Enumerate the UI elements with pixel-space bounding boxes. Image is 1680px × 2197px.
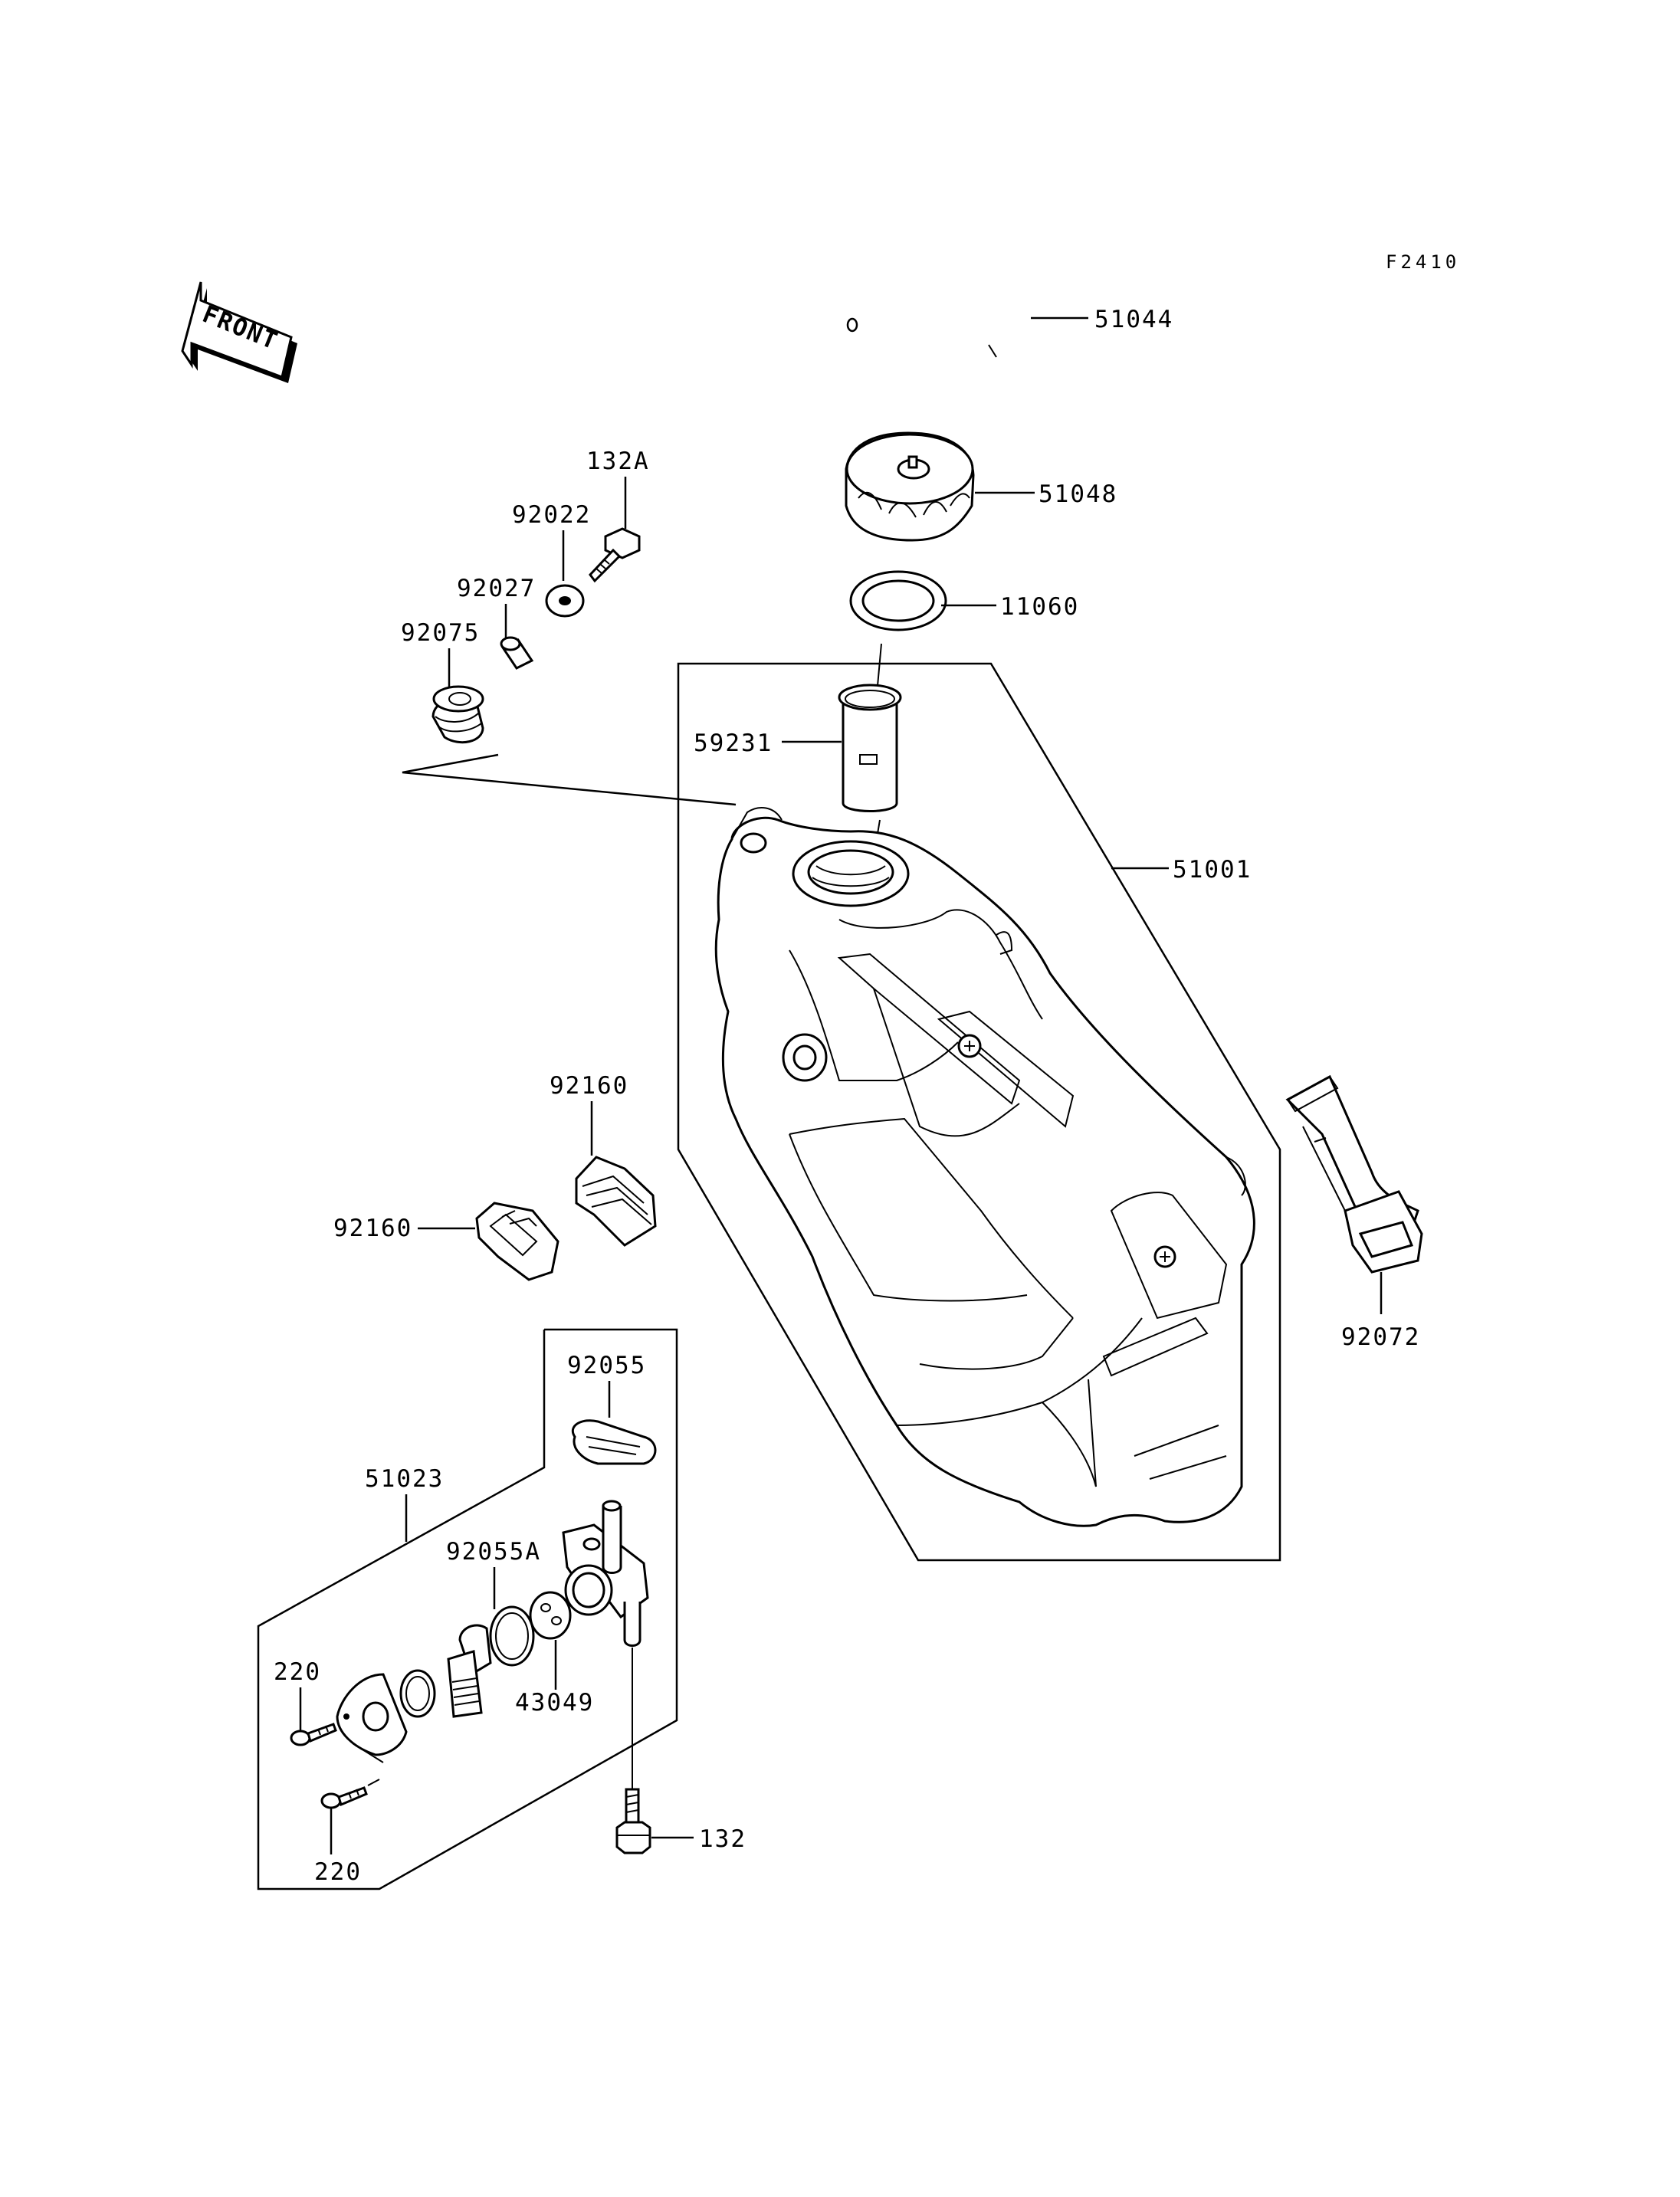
fuel-cap — [845, 431, 975, 542]
fuel-tank — [714, 807, 1255, 1527]
breather-hose — [846, 282, 1036, 415]
bolt-132 — [615, 1648, 651, 1854]
callout-51023: 51023 — [365, 1465, 444, 1493]
o-ring-92055A — [489, 1605, 535, 1667]
filler-neck-strainer — [838, 643, 902, 857]
bolt-132A — [589, 527, 641, 583]
cap-gasket — [849, 570, 947, 631]
callout-92055A: 92055A — [446, 1538, 541, 1566]
callout-11060: 11060 — [1000, 593, 1079, 621]
callout-220-lower: 220 — [314, 1858, 362, 1886]
cover-plate — [336, 1673, 408, 1763]
rubber-damper-upper — [575, 1156, 657, 1247]
rubber-damper-lower — [475, 1202, 559, 1281]
washer-92022 — [545, 584, 585, 618]
screw-220-lower — [320, 1779, 380, 1809]
callout-59231: 59231 — [694, 730, 773, 757]
callout-51001: 51001 — [1173, 856, 1252, 884]
screw-220-upper — [290, 1723, 337, 1746]
lever-seal-43049 — [529, 1591, 572, 1640]
callout-92075: 92075 — [401, 619, 480, 647]
cock-lever — [447, 1624, 492, 1718]
fuel-cock — [562, 1500, 649, 1647]
callout-92072: 92072 — [1341, 1323, 1420, 1351]
callout-132: 132 — [699, 1825, 746, 1853]
callout-43049: 43049 — [515, 1689, 594, 1717]
gasket-92055 — [572, 1419, 657, 1465]
bracket-51001 — [677, 662, 1281, 1562]
figure-code: F2410 — [1386, 251, 1460, 273]
callout-92027: 92027 — [457, 575, 536, 602]
callout-51048: 51048 — [1039, 480, 1117, 508]
callout-92022: 92022 — [512, 501, 591, 529]
callout-92055: 92055 — [567, 1352, 646, 1379]
callout-51044: 51044 — [1094, 306, 1173, 333]
callout-92160-lower: 92160 — [333, 1215, 412, 1242]
tank-strap-92072 — [1285, 1074, 1423, 1274]
callout-220-upper: 220 — [274, 1658, 321, 1686]
front-arrow-icon: FRONT — [181, 281, 297, 383]
callout-92160-upper: 92160 — [550, 1072, 628, 1100]
damper-92075 — [431, 685, 484, 744]
callout-132A: 132A — [586, 448, 650, 475]
collar-92027 — [500, 636, 534, 670]
o-ring-small — [399, 1669, 436, 1718]
bracket-51023 — [257, 1328, 678, 1890]
leader-92075-mount — [402, 753, 737, 806]
